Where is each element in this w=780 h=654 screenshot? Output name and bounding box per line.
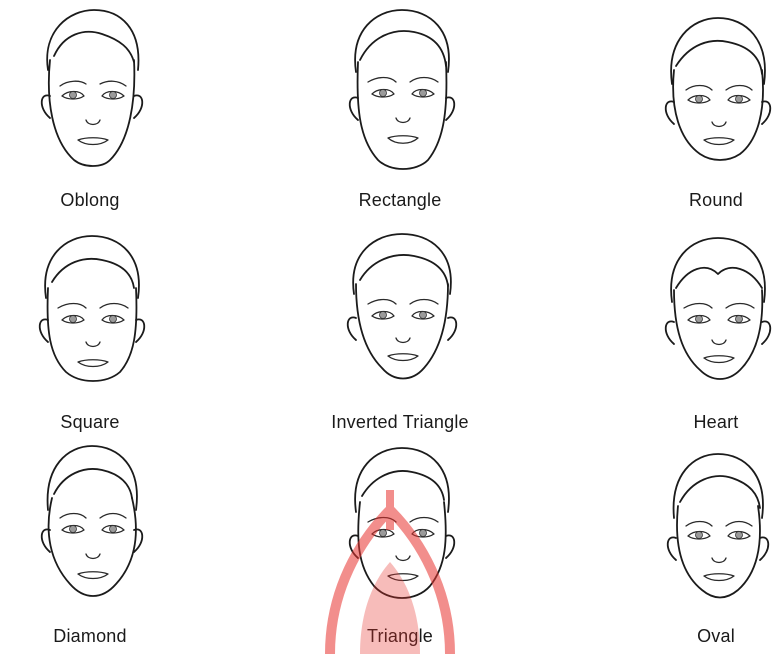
face-round: Round: [596, 0, 780, 218]
face-label-inverted-triangle: Inverted Triangle: [280, 412, 520, 433]
inverted-triangle-face-drawing: [320, 222, 480, 407]
face-label-rectangle: Rectangle: [280, 190, 520, 211]
face-diamond: Diamond: [0, 436, 210, 654]
face-label-triangle: Triangle: [280, 626, 520, 647]
face-label-diamond: Diamond: [0, 626, 210, 647]
face-oval: Oval: [596, 436, 780, 654]
triangle-face-drawing: [320, 436, 480, 621]
heart-face-drawing: [636, 222, 780, 407]
face-heart: Heart: [596, 222, 780, 440]
face-rectangle: Rectangle: [280, 0, 520, 218]
face-oblong: Oblong: [0, 0, 210, 218]
face-label-oblong: Oblong: [0, 190, 210, 211]
face-triangle: Triangle: [280, 436, 520, 654]
face-square: Square: [0, 222, 210, 440]
face-label-heart: Heart: [596, 412, 780, 433]
face-label-round: Round: [596, 190, 780, 211]
round-face-drawing: [636, 0, 780, 185]
oval-face-drawing: [636, 436, 780, 621]
square-face-drawing: [10, 222, 170, 407]
diamond-face-drawing: [10, 436, 170, 621]
face-inverted-triangle: Inverted Triangle: [280, 222, 520, 440]
rectangle-face-drawing: [320, 0, 480, 185]
oblong-face-drawing: [10, 0, 170, 185]
face-label-oval: Oval: [596, 626, 780, 647]
face-label-square: Square: [0, 412, 210, 433]
